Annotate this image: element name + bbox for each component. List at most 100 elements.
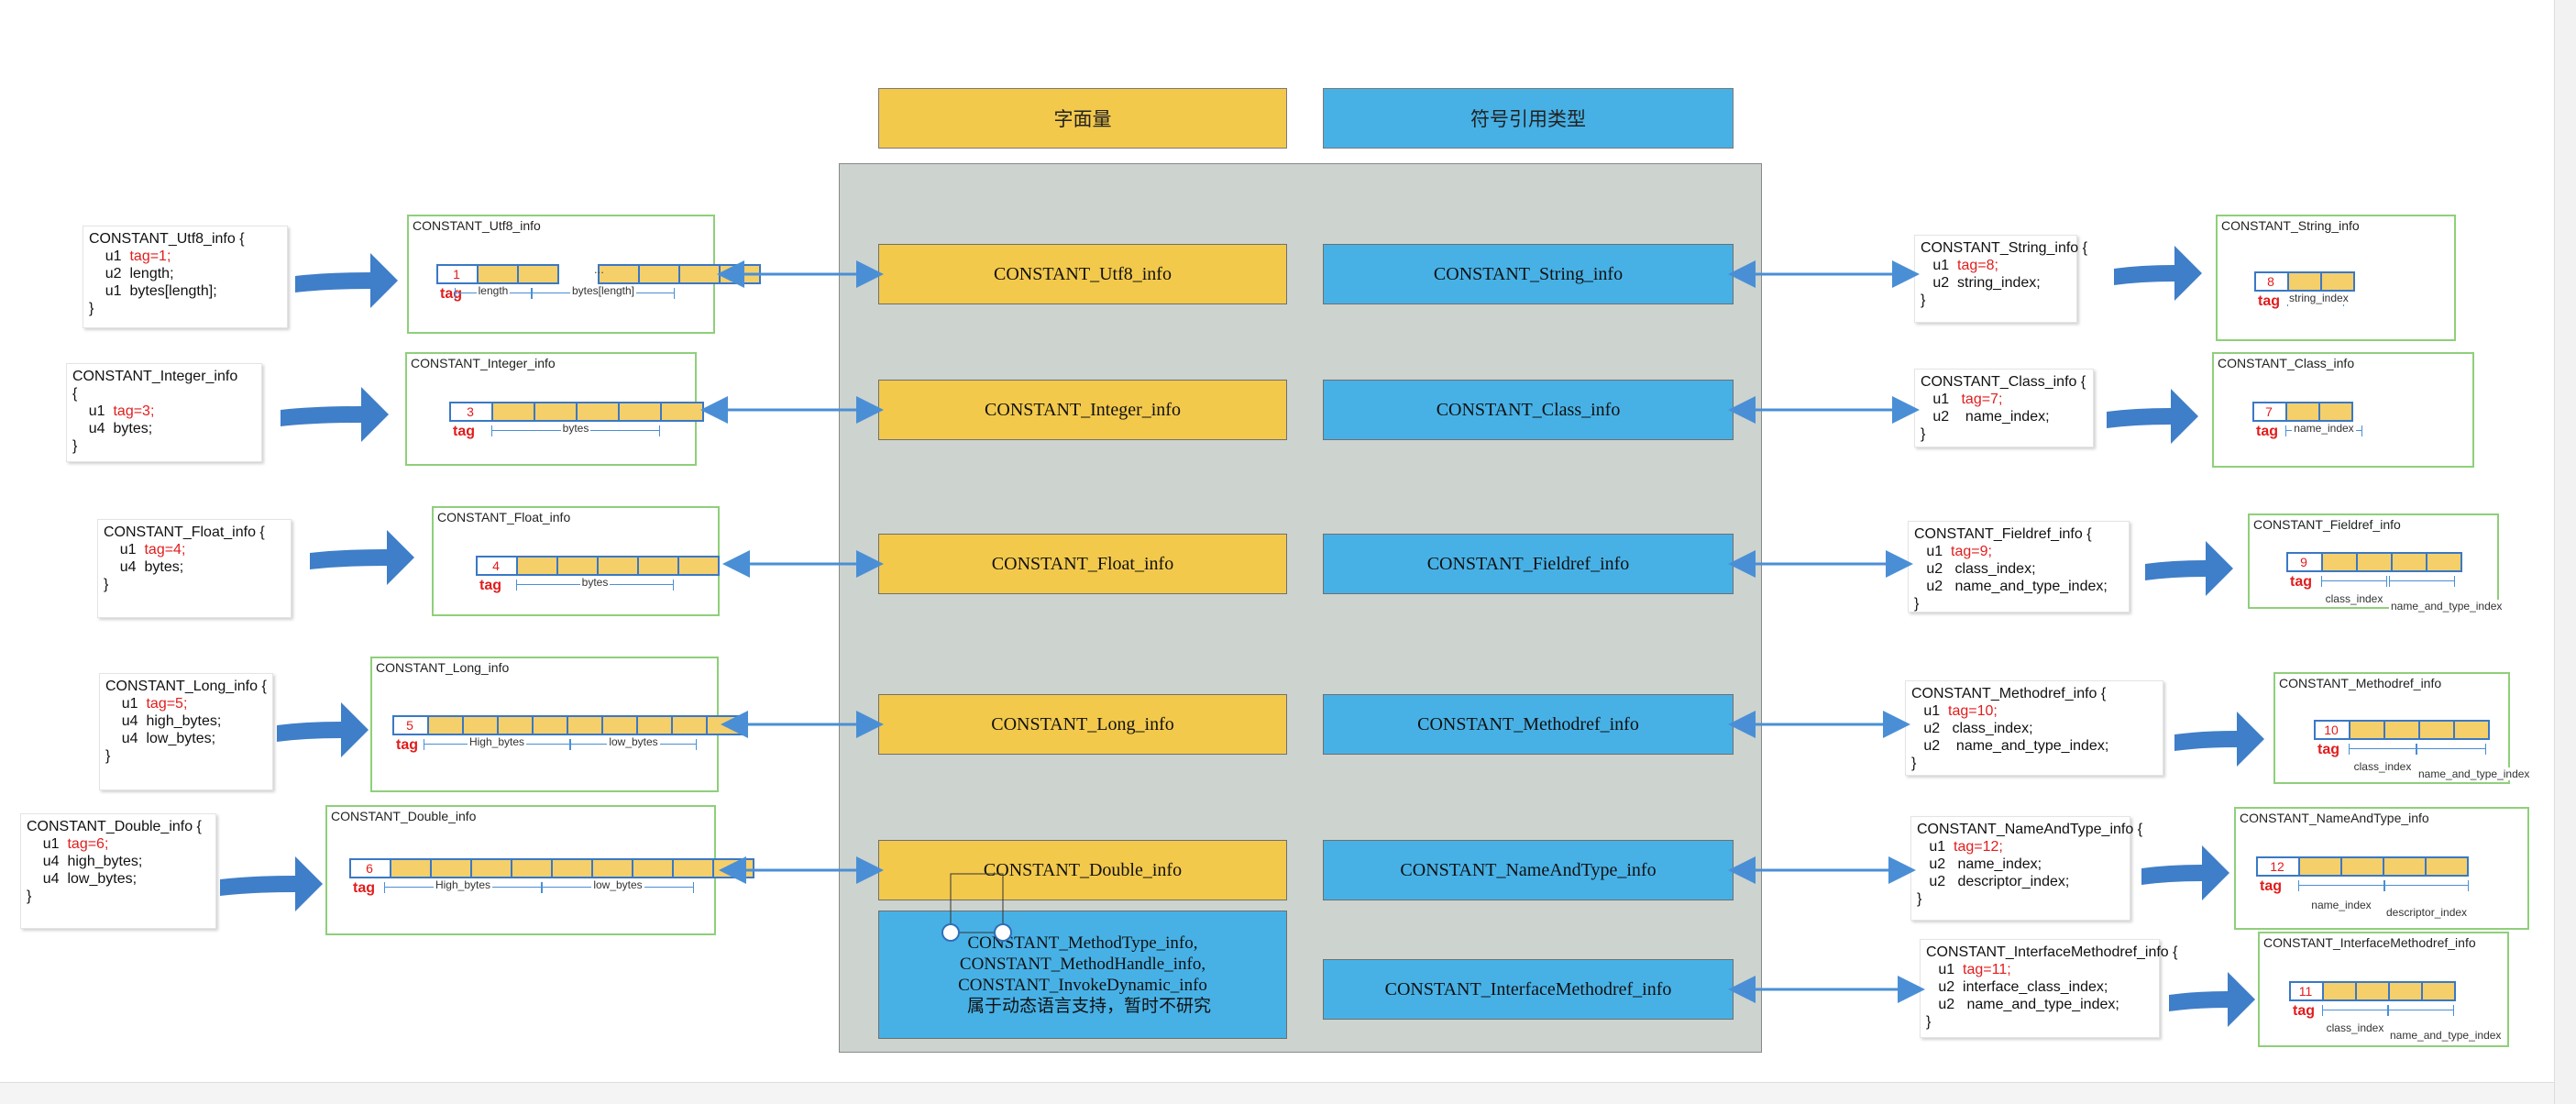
struct-definition: CONSTANT_Float_info { u1 tag=4; u4 bytes… (97, 519, 292, 618)
struct-definition: CONSTANT_Fieldref_info { u1 tag=9; u2 cl… (1908, 521, 2130, 613)
constant-cell-symbolic[interactable]: CONSTANT_Methodref_info (1323, 694, 1734, 755)
byte-slot (532, 715, 568, 735)
constant-cell-symbolic[interactable]: CONSTANT_String_info (1323, 244, 1734, 304)
dimension-arrow: string_index (2287, 292, 2350, 306)
dimension-tick (569, 739, 570, 750)
tag-label: tag (2317, 742, 2339, 757)
struct-line-text: CONSTANT_Long_info { (105, 679, 267, 694)
ellipsis-mark: ... (594, 262, 604, 276)
ellipsis-mark: ... (724, 262, 734, 276)
constant-cell-literal[interactable]: CONSTANT_Long_info (878, 694, 1287, 755)
constant-cell-symbolic[interactable]: CONSTANT_Class_info (1323, 380, 1734, 440)
struct-line: u2 name_index; (1917, 856, 2124, 873)
transform-arrow (2141, 845, 2229, 900)
constant-cell-literal[interactable]: CONSTANT_Double_info (878, 840, 1287, 900)
dimension-label-text: class_index (2324, 1021, 2386, 1034)
vertical-scrollbar[interactable] (2554, 0, 2576, 1104)
dimension-label-text: bytes[length] (569, 284, 637, 297)
byte-slot (601, 715, 638, 735)
byte-slot (2383, 856, 2427, 877)
byte-slot (660, 402, 704, 422)
struct-line: CONSTANT_String_info { (1921, 239, 2087, 257)
struct-line-text: } (105, 748, 111, 764)
struct-line-text: CONSTANT_Double_info { (27, 819, 202, 834)
struct-tag-value: tag=5; (146, 696, 188, 712)
dimension-label-text: High_bytes (467, 735, 527, 748)
byte-layout-title: CONSTANT_Double_info (331, 809, 477, 823)
dimension-tick (491, 425, 492, 436)
dimension-label-text: High_bytes (433, 878, 493, 891)
struct-line: } (1917, 890, 2124, 908)
dimension-label-text: low_bytes (607, 735, 660, 748)
byte-slot (2391, 552, 2427, 572)
struct-line-text: u2 name_index; (1921, 409, 2050, 425)
constant-cell-dynamic[interactable]: CONSTANT_MethodType_info,CONSTANT_Method… (878, 911, 1287, 1039)
struct-line: u2 descriptor_index; (1917, 873, 2124, 890)
struct-line: CONSTANT_NameAndType_info { (1917, 821, 2142, 838)
struct-line-text: } (104, 577, 109, 592)
dimension-arrow: low_bytes (570, 735, 697, 750)
struct-line: CONSTANT_Double_info { (27, 818, 210, 835)
byte-slot (2322, 981, 2357, 1001)
struct-line: CONSTANT_InterfaceMethodref_info { (1926, 944, 2178, 961)
transform-arrow (2174, 712, 2264, 767)
dimension-label: string_index (2287, 292, 2350, 304)
constant-cell-literal[interactable]: CONSTANT_Integer_info (878, 380, 1287, 440)
struct-line: u2 name_and_type_index; (1914, 578, 2123, 595)
tag-label: tag (396, 737, 418, 753)
transform-arrow (2145, 541, 2233, 596)
struct-line: } (89, 300, 281, 317)
dimension-arrow: length (455, 284, 532, 299)
tag-label: tag (2256, 424, 2278, 439)
dimension-tick (2386, 576, 2387, 587)
struct-line: u2 name_and_type_index; (1926, 996, 2153, 1013)
dynamic-note: 属于动态语言支持，暂时不研究 (966, 997, 1211, 1016)
struct-line: u1 tag=12; (1917, 838, 2124, 856)
dimension-tick (2285, 425, 2286, 436)
struct-line: u2 class_index; (1911, 720, 2157, 737)
dimension-line (2389, 580, 2455, 581)
byte-slot (567, 715, 603, 735)
dimension-line (2416, 748, 2486, 749)
tag-label: tag (2260, 878, 2282, 894)
struct-line-text: CONSTANT_Fieldref_info { (1914, 526, 2092, 542)
byte-slot (2453, 720, 2490, 740)
struct-line-text: u1 (104, 542, 145, 558)
tag-value: 9 (2300, 555, 2307, 569)
dimension-label: name_index (2285, 422, 2362, 435)
struct-line-text: u2 descriptor_index; (1917, 874, 2070, 889)
constant-cell-symbolic[interactable]: CONSTANT_Fieldref_info (1323, 534, 1734, 594)
struct-line-text: } (27, 889, 32, 904)
struct-line: u2 class_index; (1914, 560, 2123, 578)
constant-cell-literal[interactable]: CONSTANT_Utf8_info (878, 244, 1287, 304)
dimension-tick (531, 288, 532, 299)
struct-line: CONSTANT_Float_info { (104, 524, 285, 541)
constant-cell-symbolic[interactable]: CONSTANT_InterfaceMethodref_info (1323, 959, 1734, 1020)
constant-cell-symbolic[interactable]: CONSTANT_NameAndType_info (1323, 840, 1734, 900)
struct-line-text: u2 name_and_type_index; (1911, 738, 2109, 754)
byte-slot (636, 715, 673, 735)
dimension-label: name_index (2298, 899, 2384, 911)
tag-label: tag (2290, 574, 2312, 590)
dimension-arrow: bytes (491, 422, 660, 436)
struct-line-text: } (89, 301, 94, 316)
dimension-label-text: string_index (2287, 292, 2350, 304)
constant-cell-literal[interactable]: CONSTANT_Float_info (878, 534, 1287, 594)
dimension-label-text: low_bytes (591, 878, 644, 891)
struct-line: u4 low_bytes; (27, 870, 210, 888)
dimension-label: low_bytes (570, 735, 697, 748)
byte-slot (672, 858, 714, 878)
dimension-arrow: bytes[length] (532, 284, 675, 299)
dimension-arrow: name_and_type_index (2416, 744, 2532, 780)
byte-layout-title: CONSTANT_Class_info (2218, 356, 2355, 370)
dimension-label: bytes (491, 422, 660, 435)
dimension-tick (2468, 880, 2469, 891)
byte-slot (678, 264, 721, 284)
dimension-tick (2388, 1005, 2389, 1016)
struct-line: CONSTANT_Long_info { (105, 678, 267, 695)
tag-label: tag (453, 424, 475, 439)
struct-definition: CONSTANT_Long_info { u1 tag=5; u4 high_b… (99, 673, 273, 790)
bottom-border (0, 1082, 2554, 1104)
